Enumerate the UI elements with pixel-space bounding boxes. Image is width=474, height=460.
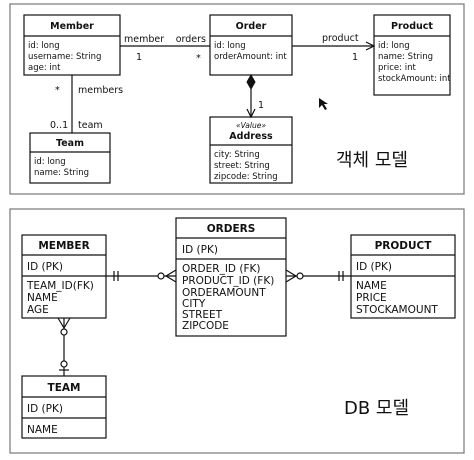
product-multiplicity: 1 (352, 52, 358, 63)
product-field: id: long (378, 41, 410, 51)
member-team-association: * members 0..1 team (50, 75, 123, 133)
orders-table-title: ORDERS (207, 223, 256, 235)
address-multiplicity: 1 (258, 100, 264, 111)
address-field: street: String (214, 161, 270, 171)
member-field: age: int (28, 63, 61, 73)
product-column: STOCKAMOUNT (356, 304, 438, 316)
orders-multiplicity: * (196, 53, 201, 64)
db-model-title: DB 모델 (344, 398, 409, 419)
member-class-title: Member (50, 21, 94, 32)
product-field: stockAmount: int (378, 74, 451, 84)
orders-role-label: orders (176, 34, 206, 45)
product-table-title: PRODUCT (375, 240, 433, 252)
member-field: username: String (28, 52, 101, 62)
member-table-title: MEMBER (38, 240, 89, 252)
member-pk-column: ID (PK) (27, 261, 63, 273)
orders-column: ORDERAMOUNT (182, 287, 266, 299)
mouse-cursor-icon (319, 98, 328, 110)
orders-pk-column: ID (PK) (182, 244, 218, 256)
member-column: NAME (27, 292, 58, 304)
order-field: orderAmount: int (214, 52, 287, 62)
member-field: id: long (28, 41, 60, 51)
product-pk-column: ID (PK) (356, 261, 392, 273)
object-model-title: 객체 모델 (336, 150, 408, 171)
member-team-relationship (57, 317, 71, 376)
product-field: price: int (378, 63, 416, 73)
member-order-association: member orders 1 * (120, 34, 210, 64)
product-role-label: product (322, 33, 359, 44)
team-multiplicity: 0..1 (50, 120, 68, 131)
address-field: zipcode: String (214, 172, 278, 182)
product-class: Product id: long name: String price: int… (373, 14, 451, 96)
address-class: «Value» Address city: String street: Str… (209, 116, 293, 184)
member-class: Member id: long username: String age: in… (23, 14, 121, 76)
team-class: Team id: long name: String (29, 132, 111, 184)
order-class: Order id: long orderAmount: int (209, 14, 293, 76)
order-class-title: Order (236, 21, 267, 32)
team-column: NAME (27, 424, 58, 436)
member-orders-relationship (106, 269, 177, 283)
members-multiplicity: * (55, 85, 60, 96)
orders-column: ORDER_ID (FK) (182, 263, 260, 275)
member-column: TEAM_ID(FK) (26, 280, 94, 292)
address-stereotype: «Value» (236, 121, 266, 130)
order-address-composition: 1 (246, 73, 264, 119)
members-role-label: members (78, 85, 123, 96)
orders-column: PRODUCT_ID (FK) (182, 275, 274, 287)
member-multiplicity: 1 (136, 52, 142, 63)
team-field: id: long (34, 157, 66, 167)
product-field: name: String (378, 52, 433, 62)
orders-product-relationship (285, 269, 351, 283)
product-column: NAME (356, 280, 387, 292)
orders-column: STREET (182, 309, 223, 321)
member-table: MEMBER ID (PK) TEAM_ID(FK) NAME AGE (21, 234, 107, 319)
product-column: PRICE (356, 292, 387, 304)
team-table-title: TEAM (48, 382, 81, 394)
member-column: AGE (27, 304, 49, 316)
address-class-title: Address (229, 131, 273, 142)
order-product-association: product 1 (292, 33, 376, 63)
address-field: city: String (214, 150, 260, 160)
order-field: id: long (214, 41, 246, 51)
team-pk-column: ID (PK) (27, 403, 63, 415)
orders-column: ZIPCODE (182, 320, 229, 332)
team-class-title: Team (56, 138, 84, 149)
team-role-label: team (78, 120, 103, 131)
team-table: TEAM ID (PK) NAME (21, 375, 107, 439)
team-field: name: String (34, 168, 89, 178)
product-class-title: Product (391, 21, 433, 32)
orders-column: CITY (182, 298, 206, 310)
member-role-label: member (124, 34, 164, 45)
product-table: PRODUCT ID (PK) NAME PRICE STOCKAMOUNT (350, 234, 456, 319)
orders-table: ORDERS ID (PK) ORDER_ID (FK) PRODUCT_ID … (175, 217, 287, 337)
